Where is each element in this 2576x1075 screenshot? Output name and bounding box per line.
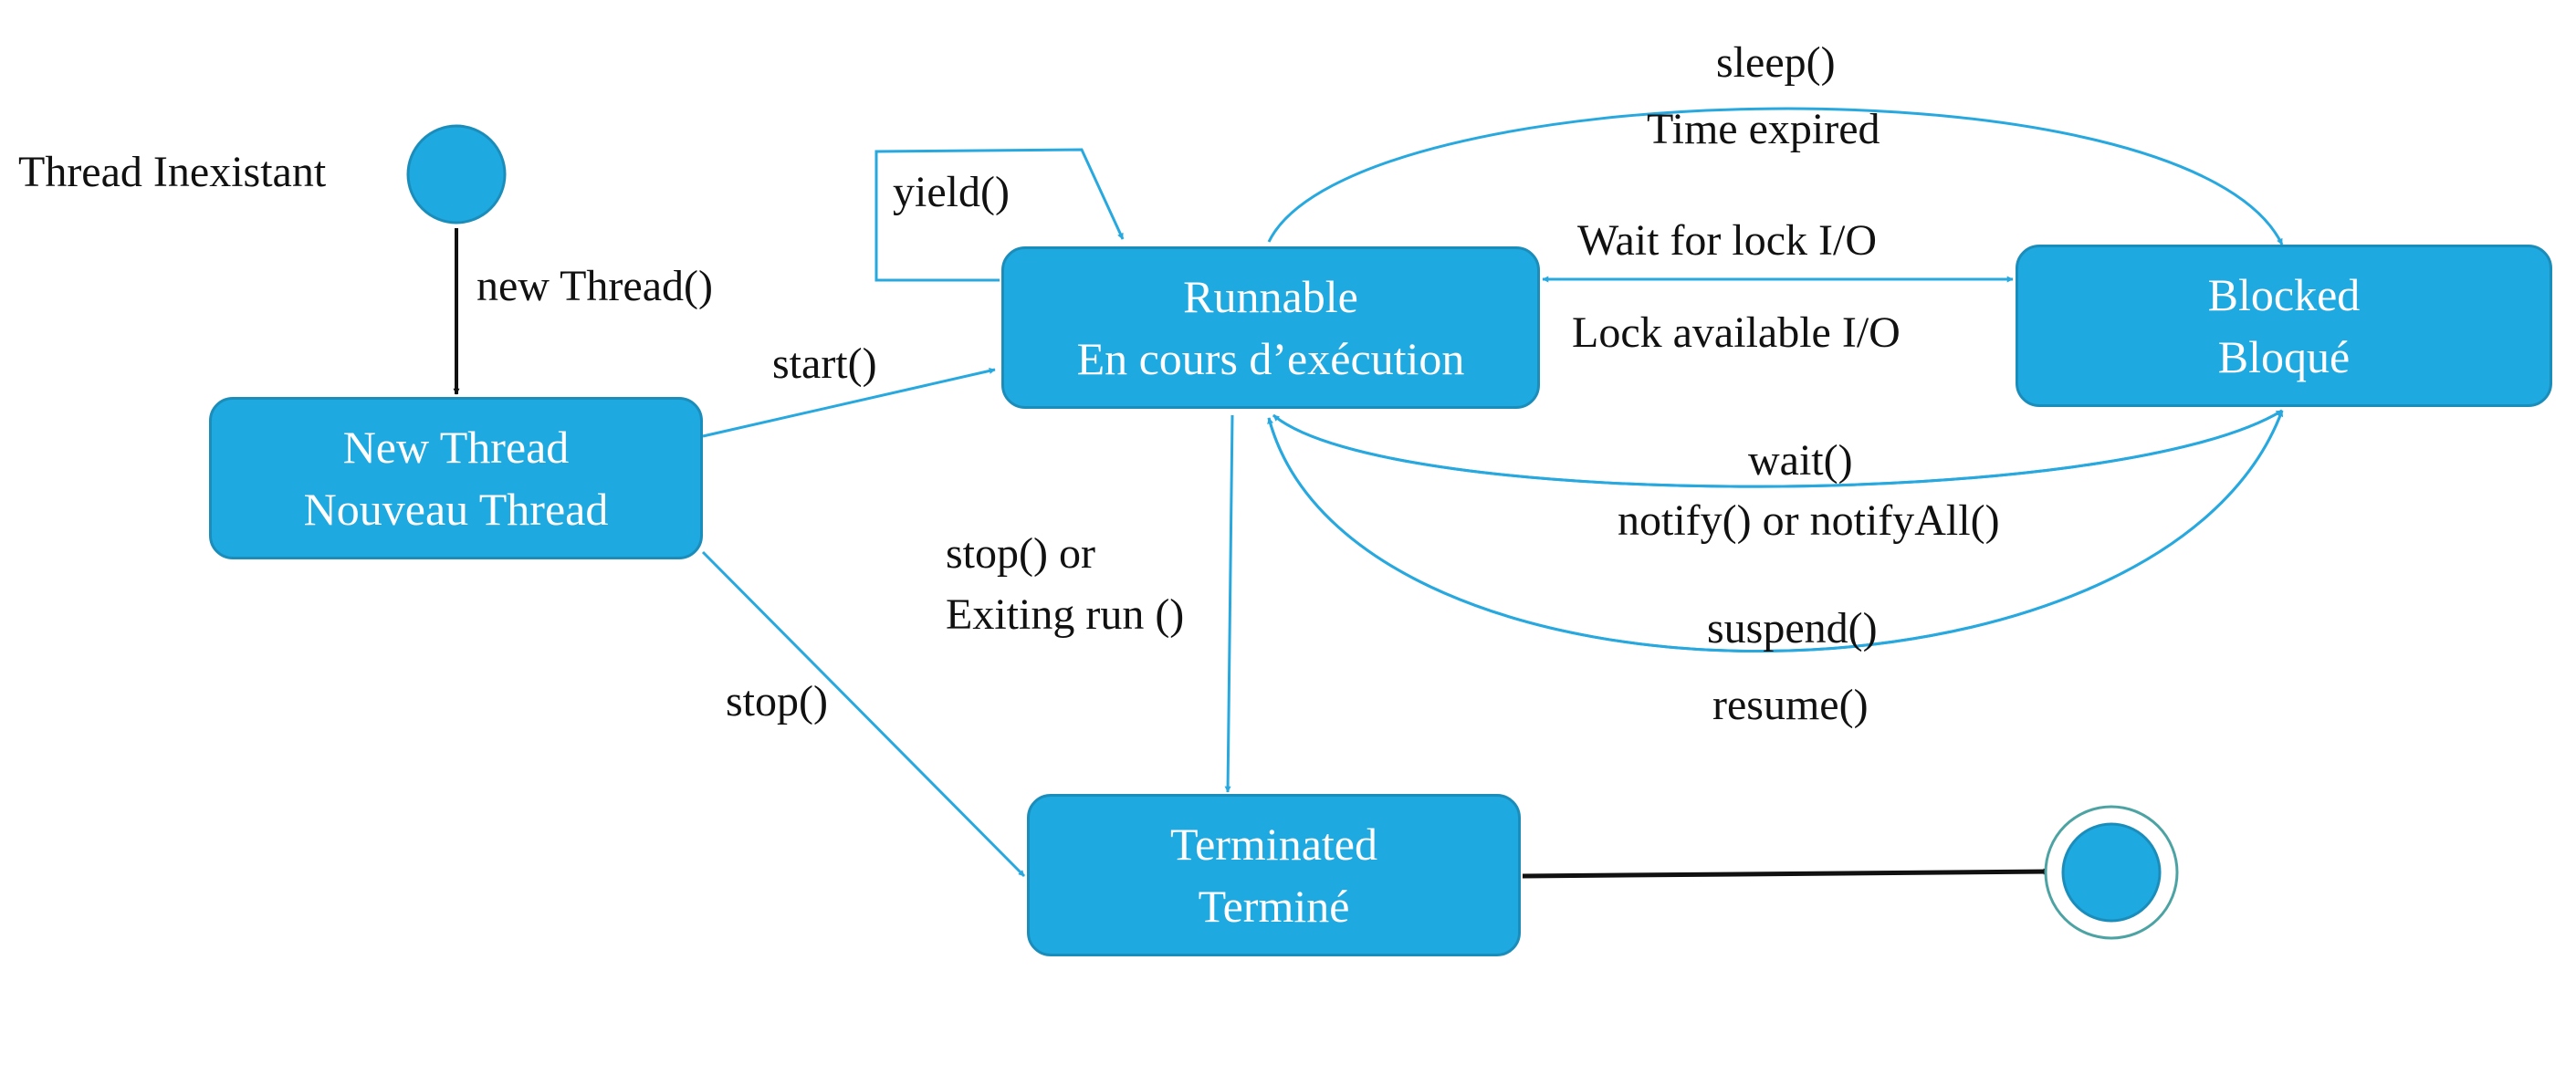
label-lock-available: Lock available I/O — [1572, 308, 1901, 357]
edge-start — [702, 367, 996, 438]
edge-stop-from-runnable — [1224, 414, 1234, 793]
label-new-thread: new Thread() — [476, 262, 713, 310]
label-stop-or: stop() or — [946, 529, 1095, 578]
label-exiting-run: Exiting run () — [946, 590, 1185, 639]
label-resume: resume() — [1712, 681, 1869, 729]
label-start: start() — [772, 339, 877, 388]
label-wait: wait() — [1748, 436, 1853, 485]
state-runnable-line1: Runnable — [1183, 271, 1358, 322]
state-runnable[interactable]: Runnable En cours d’exécution — [1001, 246, 1540, 409]
label-yield: yield() — [893, 168, 1010, 216]
label-notify: notify() or notifyAll() — [1618, 496, 2000, 545]
label-wait-for-lock: Wait for lock I/O — [1577, 216, 1878, 265]
state-blocked-line2: Bloqué — [2217, 331, 2351, 382]
label-stop: stop() — [726, 677, 828, 725]
label-sleep: sleep() — [1716, 38, 1836, 87]
state-blocked-line1: Blocked — [2207, 269, 2361, 320]
edge-to-final — [1522, 868, 2050, 879]
state-new-thread-line1: New Thread — [342, 422, 570, 473]
label-time-expired: Time expired — [1647, 105, 1880, 153]
state-runnable-line2: En cours d’exécution — [1076, 333, 1465, 384]
edge-yield-loop — [874, 148, 1125, 282]
initial-state-dot — [406, 124, 507, 224]
edge-stop-from-new — [701, 550, 1026, 878]
label-suspend: suspend() — [1707, 604, 1878, 652]
edge-resume — [1267, 410, 2284, 652]
edge-sleep — [1267, 107, 2284, 245]
state-terminated[interactable]: Terminated Terminé — [1027, 794, 1521, 956]
state-terminated-line1: Terminated — [1170, 819, 1377, 870]
state-terminated-line2: Terminé — [1198, 881, 1350, 932]
initial-state-label: Thread Inexistant — [18, 148, 327, 196]
state-new-thread[interactable]: New Thread Nouveau Thread — [209, 397, 703, 559]
state-new-thread-line2: Nouveau Thread — [303, 484, 609, 535]
edge-notify — [1272, 409, 2283, 488]
final-state-dot — [2061, 822, 2162, 923]
state-blocked[interactable]: Blocked Bloqué — [2016, 245, 2552, 407]
